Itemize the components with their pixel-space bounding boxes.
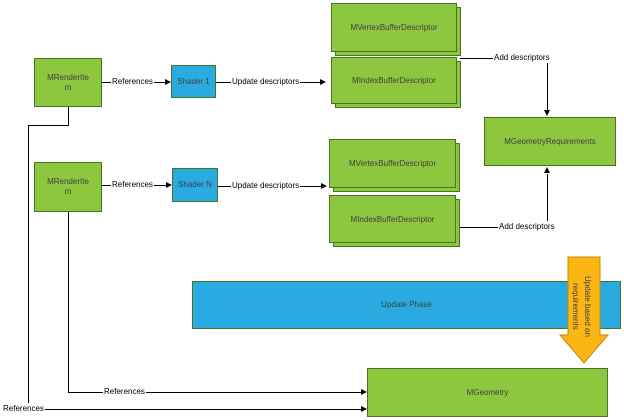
connector-ri2-geometry (68, 392, 364, 393)
connector-ri2-geometry (68, 212, 69, 392)
update-arrow-label: Update based on requirements (571, 275, 592, 337)
node-geometry-requirements: MGeometryRequirements (484, 117, 616, 166)
edge-label-update-descriptors: Update descriptors (231, 76, 301, 87)
arrowhead (361, 405, 367, 412)
node-geometry: MGeometry (367, 368, 608, 417)
node-label: MRenderItem (47, 177, 89, 196)
edge-label-update-descriptors: Update descriptors (231, 180, 301, 191)
node-update-phase: Update Phase (192, 281, 621, 329)
arrowhead (543, 167, 550, 173)
connector-stack1-georeq (547, 58, 548, 110)
node-vertex-buffer-descriptor: MVertexBufferDescriptor (331, 3, 457, 52)
update-based-on-requirements-arrow (558, 256, 610, 364)
node-label: MIndexBufferDescriptor (350, 214, 435, 224)
node-vertex-buffer-descriptor: MVertexBufferDescriptor (329, 139, 456, 188)
connector-ri1-geometry (28, 125, 29, 409)
node-label: MIndexBufferDescriptor (352, 76, 436, 85)
edge-label-references: References (111, 179, 154, 190)
edge-label-references: References (2, 403, 45, 414)
connector-ri1-geometry (28, 409, 364, 410)
node-render-item-1: MRenderItem (34, 58, 102, 107)
arrowhead (320, 78, 326, 85)
buffer-descriptor-stack-1: MVertexBufferDescriptor MIndexBufferDesc… (331, 3, 462, 109)
node-label: Shader N (178, 180, 212, 189)
edge-label-add-descriptors: Add descriptors (498, 221, 556, 232)
edge-label-references: References (111, 76, 154, 87)
arrowhead (165, 78, 171, 85)
connector-ri1-geometry (68, 107, 69, 125)
connector-stack2-georeq (547, 174, 548, 227)
node-shader-1: Shader 1 (171, 65, 216, 98)
node-label: Shader 1 (177, 76, 210, 86)
connector-ri1-geometry (28, 125, 69, 126)
node-label: MRenderItem (47, 72, 89, 92)
node-label: MVertexBufferDescriptor (349, 159, 436, 168)
node-shader-n: Shader N (172, 168, 218, 202)
edge-label-add-descriptors: Add descriptors (493, 52, 551, 63)
node-index-buffer-descriptor: MIndexBufferDescriptor (329, 195, 456, 243)
node-label: MGeometryRequirements (504, 136, 596, 146)
arrowhead (543, 110, 550, 116)
arrowhead (361, 388, 367, 395)
node-label: MGeometry (466, 387, 509, 397)
node-label: MVertexBufferDescriptor (350, 23, 438, 32)
buffer-descriptor-stack-2: MVertexBufferDescriptor MIndexBufferDesc… (329, 139, 461, 248)
node-index-buffer-descriptor: MIndexBufferDescriptor (331, 57, 457, 104)
edge-label-references: References (103, 386, 146, 397)
node-render-item-2: MRenderItem (34, 162, 102, 212)
node-label: Update Phase (381, 300, 432, 309)
arrowhead (166, 181, 172, 188)
arrowhead (321, 182, 327, 189)
